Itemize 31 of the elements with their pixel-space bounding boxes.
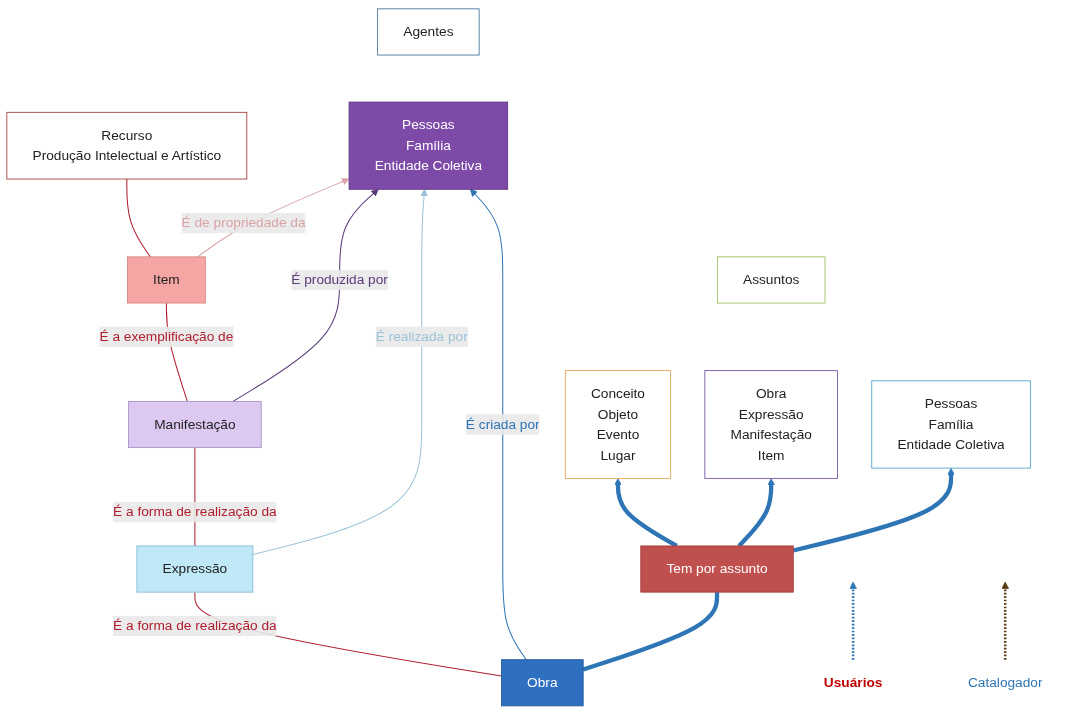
edge-label: É a forma de realização da — [113, 504, 277, 520]
node-box: Assuntos — [716, 256, 826, 304]
arrow — [614, 478, 678, 548]
arrow — [252, 189, 428, 556]
arrow — [469, 189, 527, 661]
edge-label: É a forma de realização da — [113, 618, 277, 633]
connector — [582, 592, 720, 672]
arrow — [232, 189, 379, 403]
node-box: Tem por assunto — [640, 545, 794, 593]
node-text: Catalogador — [967, 675, 1043, 690]
node-box: Pessoas Família Entidade Coletiva — [348, 101, 509, 190]
node-box: Pessoas Família Entidade Coletiva — [871, 380, 1031, 469]
node-text: Usuários — [823, 675, 883, 690]
connector — [126, 178, 151, 258]
arrow — [792, 467, 955, 553]
arrow — [1001, 581, 1009, 660]
edge-label: É produzida por — [291, 272, 388, 287]
node-box: Agentes — [377, 8, 480, 56]
node-box: Item — [127, 256, 206, 304]
arrow — [737, 478, 775, 548]
edge-label: É realizada por — [375, 329, 468, 344]
node-box: Manifestação — [128, 401, 262, 449]
edge-label: É criada por — [465, 416, 540, 432]
edge-label: É de propriedade da — [181, 215, 306, 231]
node-box: Obra Expressão Manifestação Item — [704, 370, 838, 479]
arrow — [849, 581, 857, 660]
node-box: Obra — [501, 659, 584, 707]
edge-label: É a exemplificação de — [99, 329, 234, 344]
node-box: Recurso Produção Intelectual e Artístico — [6, 112, 248, 180]
node-box: Expressão — [136, 545, 254, 593]
node-box: Conceito Objeto Evento Lugar — [564, 370, 672, 479]
